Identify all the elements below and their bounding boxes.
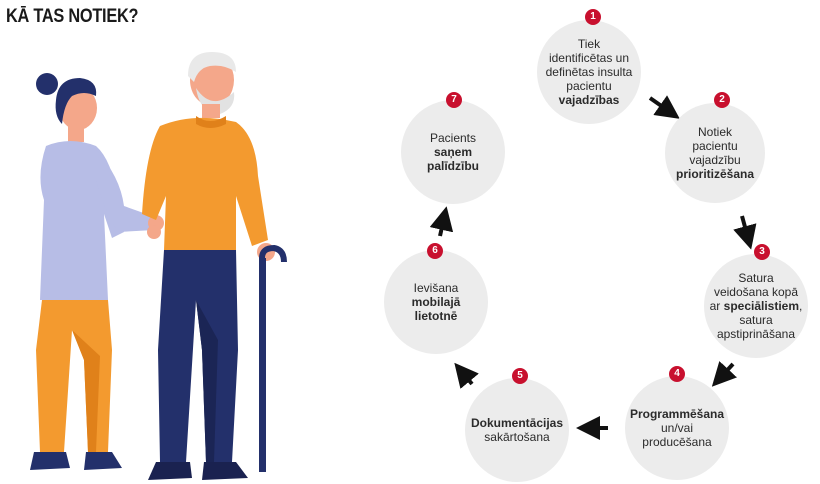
caregiver-illustration: [30, 52, 287, 480]
step-1-text: Tiek identificētas un definētas insulta …: [545, 37, 633, 107]
arrow-3-to-4: [711, 361, 737, 387]
step-6-circle: Ievišana mobilajā lietotnē: [384, 250, 488, 354]
step-5-circle: Dokumentācijas sakārtošana: [465, 378, 569, 482]
step-2-badge: 2: [714, 92, 730, 108]
step-5-text: Dokumentācijas sakārtošana: [470, 416, 564, 444]
step-7-text: Pacients saņem palīdzību: [427, 131, 479, 173]
arrow-5-to-6: [454, 362, 479, 389]
step-5-badge: 5: [512, 368, 528, 384]
arrow-2-to-3: [733, 215, 757, 250]
page-title: KĀ TAS NOTIEK?: [6, 6, 139, 27]
step-2-text: Notiek pacientu vajadzību prioritizēšana: [675, 125, 755, 181]
arrow-1-to-2: [648, 95, 680, 119]
elderly-man-figure: [142, 52, 287, 480]
step-3-text: Satura veidošana kopā ar speciālistiem, …: [709, 271, 803, 341]
step-2-circle: Notiek pacientu vajadzību prioritizēšana: [665, 103, 765, 203]
step-3-badge: 3: [754, 244, 770, 260]
step-4-badge: 4: [669, 366, 685, 382]
step-7-badge: 7: [446, 92, 462, 108]
step-1-badge: 1: [585, 9, 601, 25]
step-1-circle: Tiek identificētas un definētas insulta …: [537, 20, 641, 124]
caregiver-figure: [30, 73, 164, 470]
step-7-circle: Pacients saņem palīdzību: [401, 100, 505, 204]
arrow-6-to-7: [429, 206, 454, 237]
step-4-text: Programmēšana un/vai producēšana: [629, 407, 725, 449]
step-3-circle: Satura veidošana kopā ar speciālistiem, …: [704, 254, 808, 358]
step-6-text: Ievišana mobilajā lietotnē: [411, 281, 461, 323]
step-4-circle: Programmēšana un/vai producēšana: [625, 376, 729, 480]
step-6-badge: 6: [427, 243, 443, 259]
